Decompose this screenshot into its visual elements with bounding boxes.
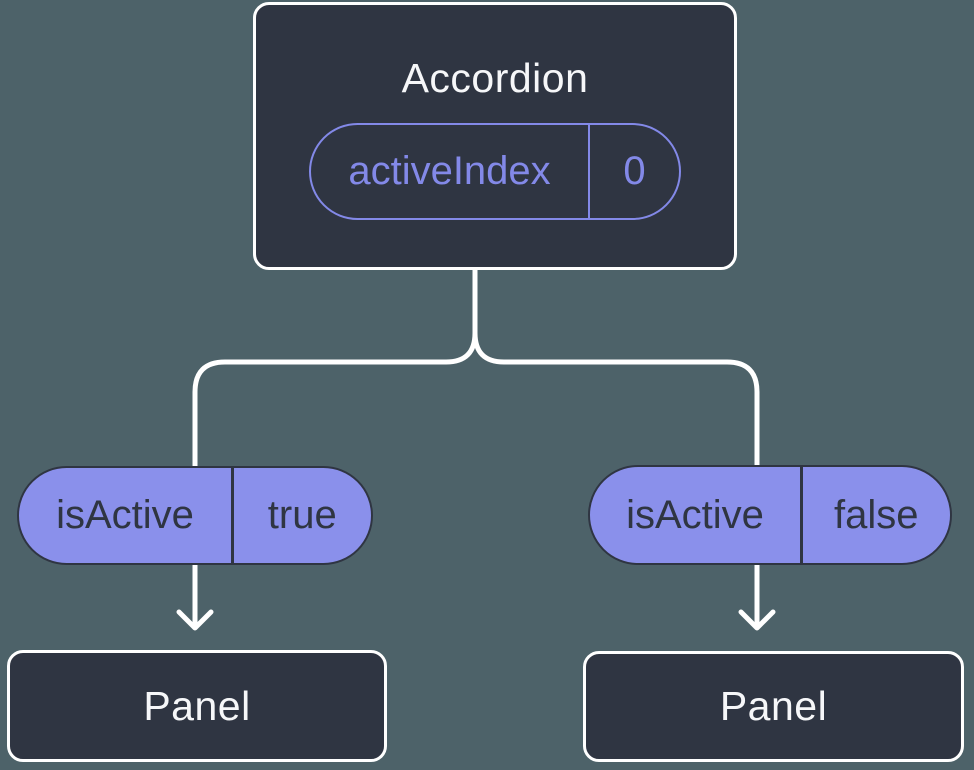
panel-node-title: Panel [143,682,251,729]
pill-divider [800,467,803,563]
panel-node-right: Panel [583,651,964,762]
prop-name: isActive [56,493,194,537]
accordion-node: Accordion activeIndex 0 [253,2,737,270]
is-active-pill-left: isActive true [17,466,373,565]
is-active-pill-right: isActive false [588,465,952,565]
pill-divider [231,468,234,563]
panel-node-left: Panel [7,650,387,762]
branch-left-line [192,265,478,629]
panel-node-title: Panel [719,683,828,729]
prop-value: false [834,492,919,537]
active-index-pill: activeIndex 0 [309,123,681,220]
arrowhead-right-icon [738,609,776,631]
prop-name: activeIndex [348,149,551,193]
prop-value: true [267,493,337,537]
accordion-node-title: Accordion [401,55,589,101]
pill-divider [588,125,590,218]
arrowhead-left-icon [176,609,214,631]
branch-right-line [472,265,760,629]
prop-value: 0 [623,149,646,193]
prop-name: isActive [626,492,764,537]
